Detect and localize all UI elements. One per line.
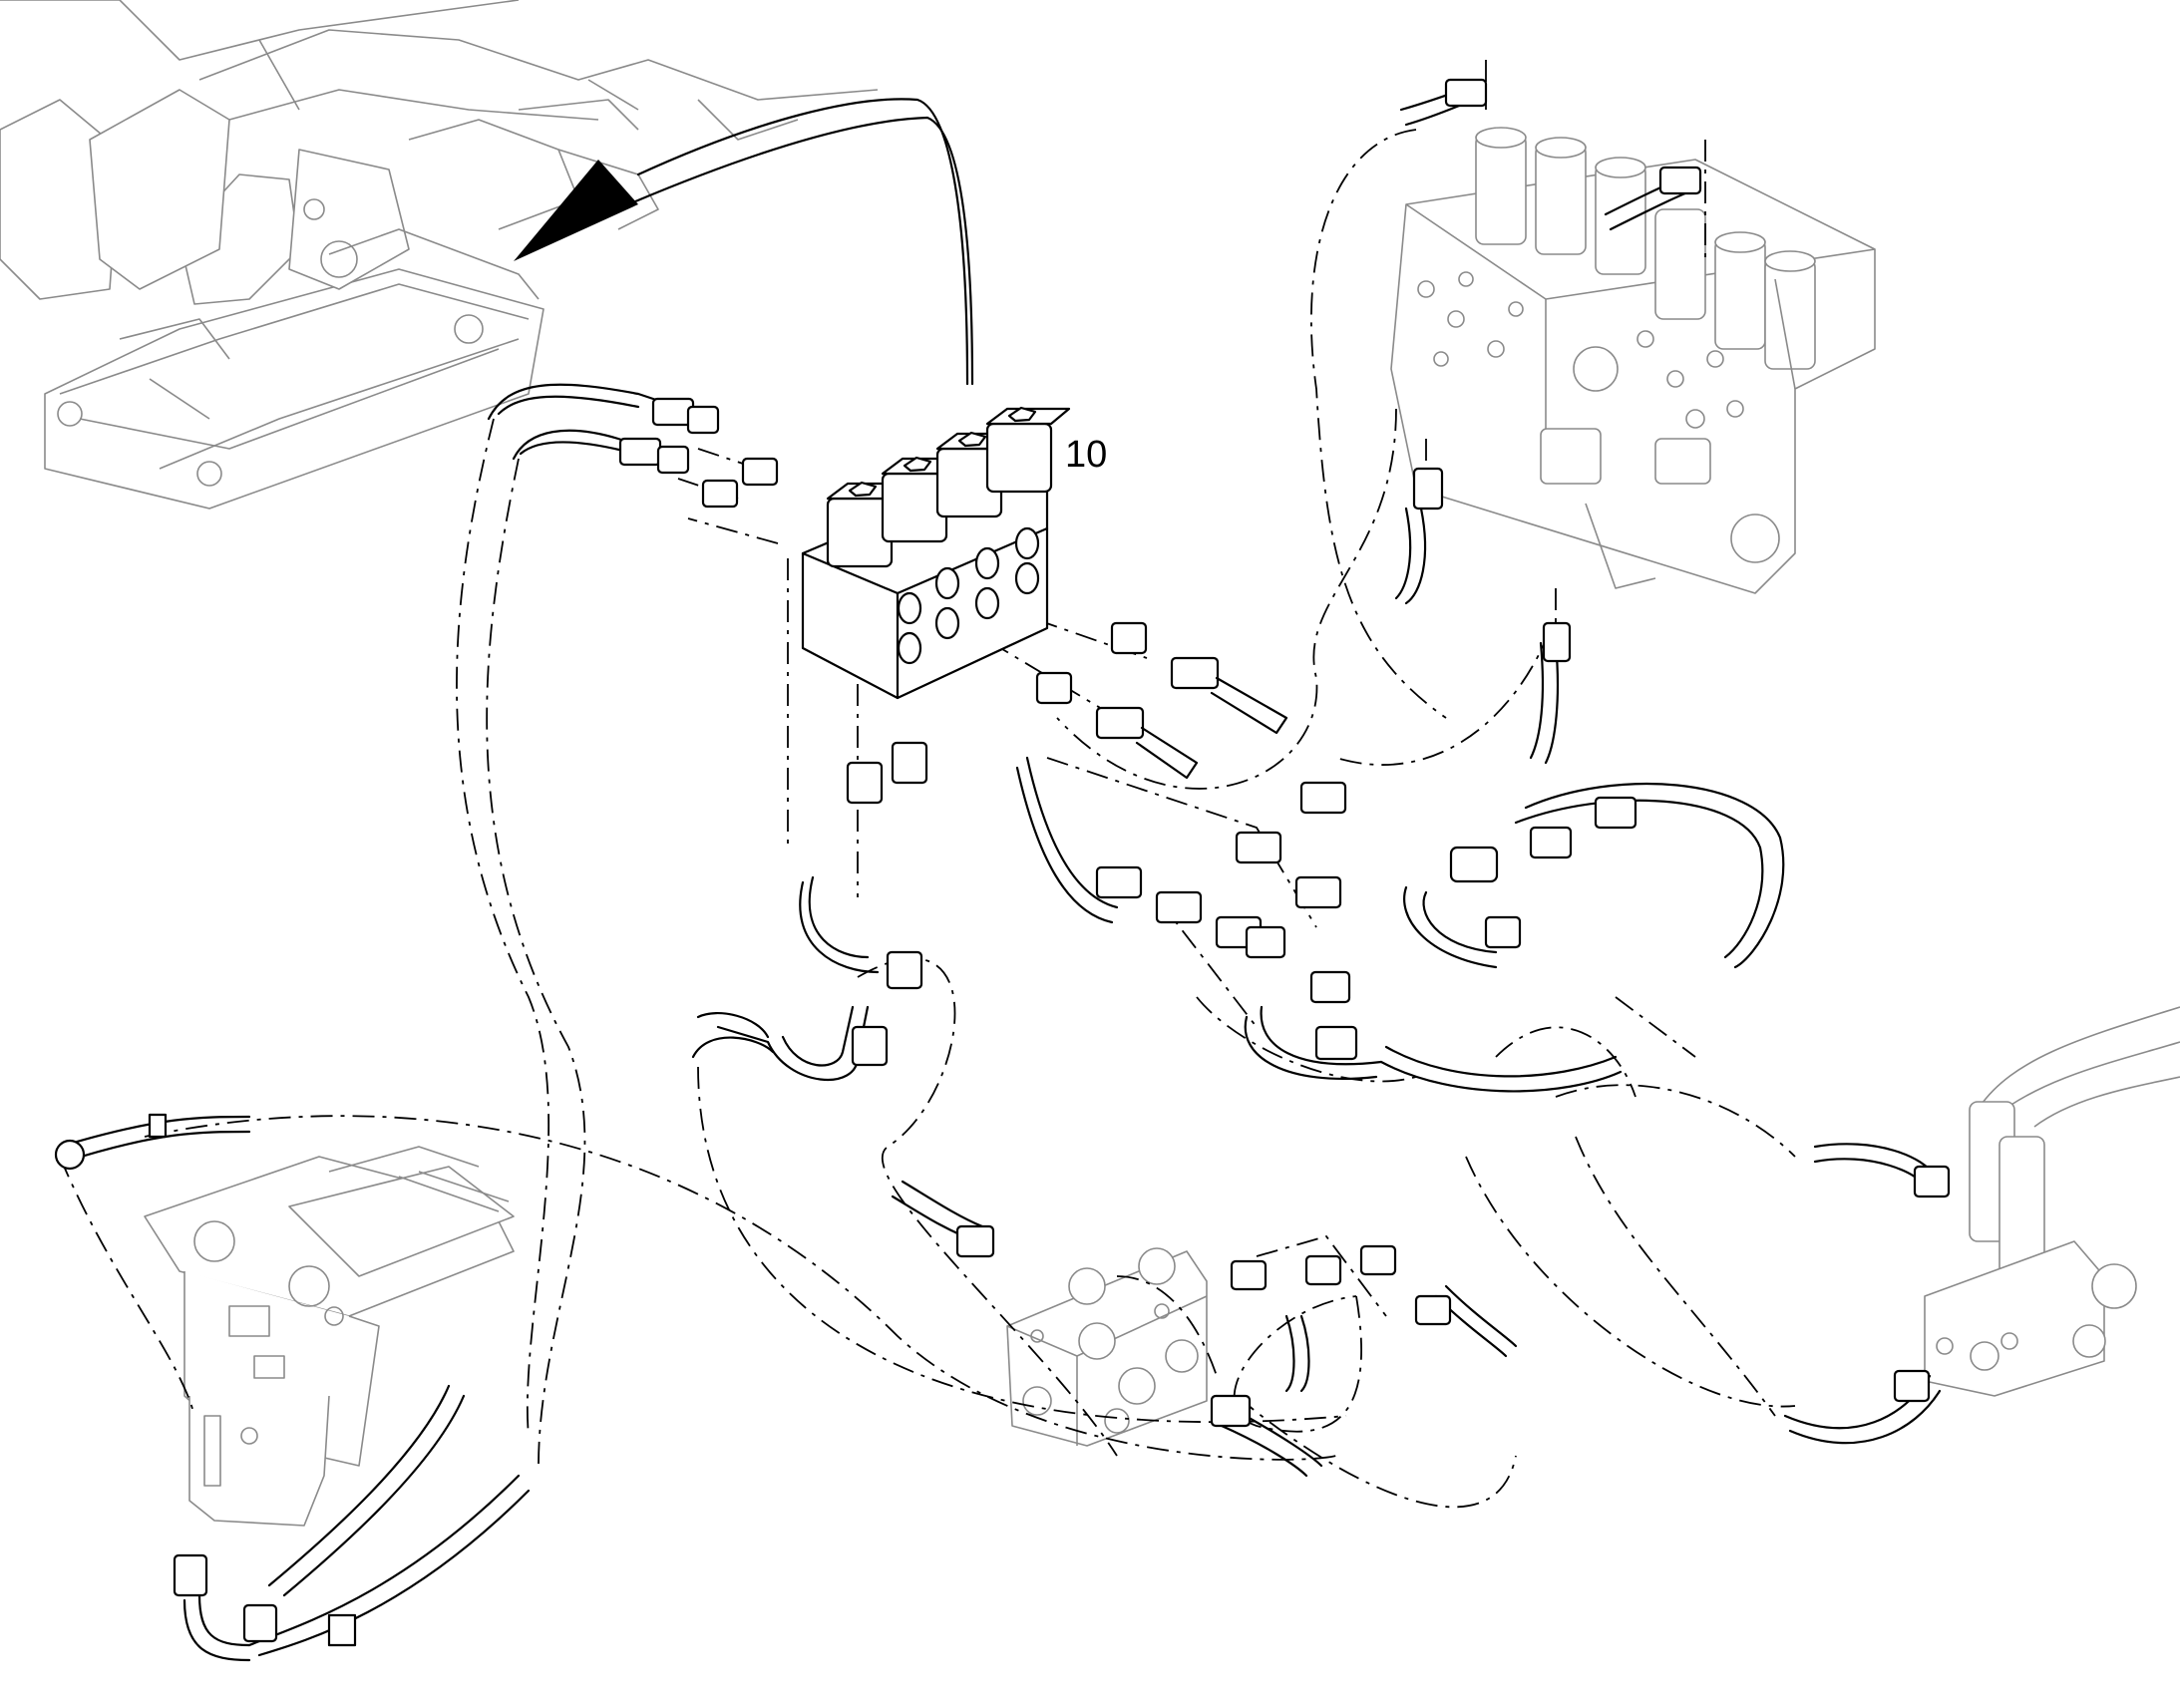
distribution-valve-drawing (1006, 1247, 1208, 1447)
foot-pedal-drawing (144, 1146, 515, 1527)
callout-label: 10 (1065, 434, 1107, 476)
hoses (54, 78, 1951, 1662)
routing-lines (59, 60, 1796, 1509)
solenoid-coil (985, 406, 1071, 494)
machine-frame-drawing (0, 0, 879, 510)
main-control-valve-drawing (1390, 127, 1876, 594)
solenoid-valve-block (801, 406, 1071, 700)
right-valve-drawing (1924, 1006, 2180, 1397)
solenoid-coil (826, 481, 911, 568)
direction-arrow-icon (514, 98, 974, 386)
